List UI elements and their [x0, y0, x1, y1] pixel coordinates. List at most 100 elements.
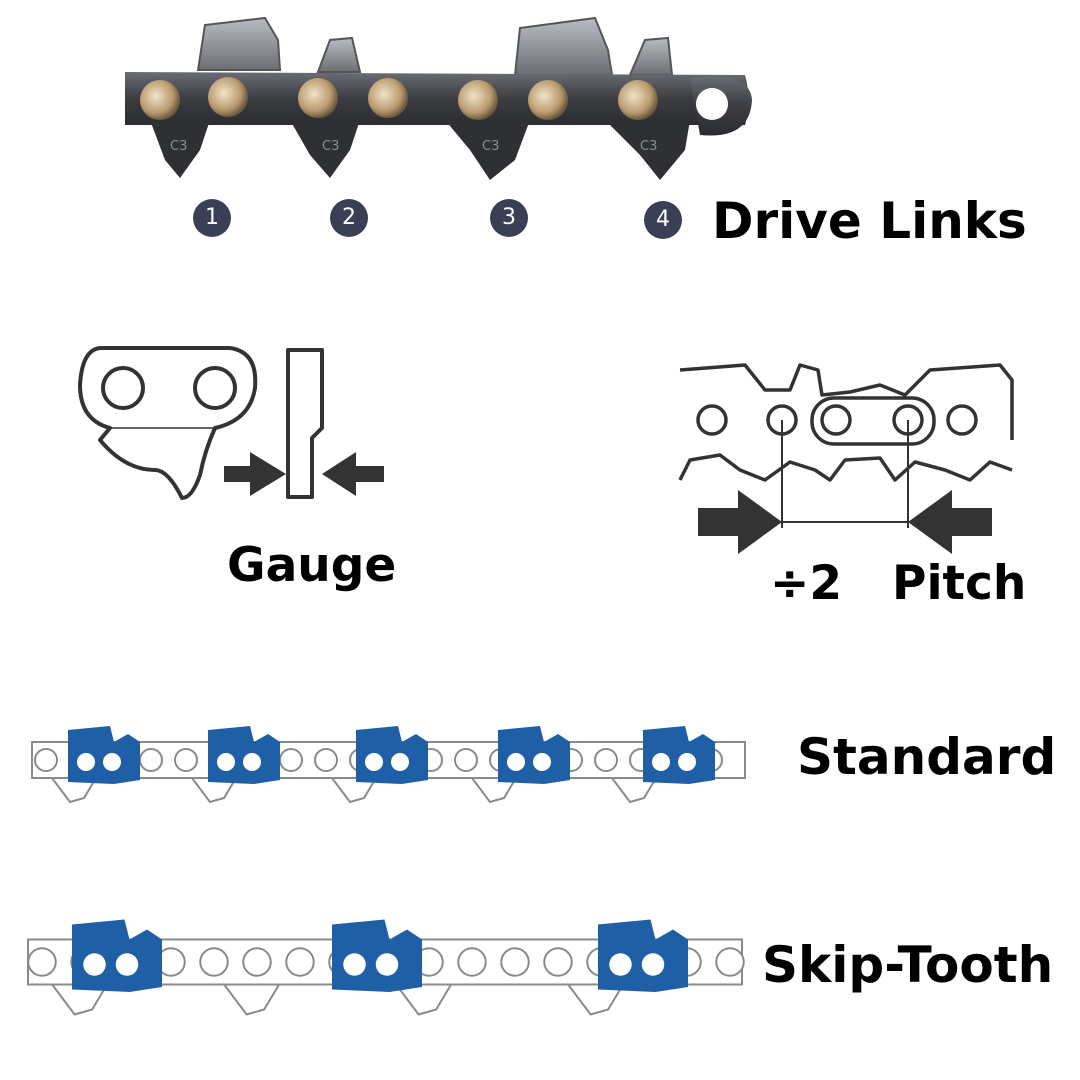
- pitch-arrow-right-shaft: [946, 508, 992, 536]
- skip-tooth-rivet: [70, 947, 100, 977]
- end-link-hole: [696, 88, 728, 120]
- cutter-3: [513, 16, 614, 76]
- pitch-label: Pitch: [892, 556, 1027, 611]
- skip-tooth-drive-tang: [222, 983, 281, 1016]
- standard-rivet: [664, 748, 688, 772]
- skip-tooth-rivet: [285, 947, 315, 977]
- standard-cutter: [498, 726, 570, 784]
- standard-rivet: [314, 748, 338, 772]
- standard-links: [31, 741, 746, 804]
- drive-link-tang-1: [150, 120, 210, 178]
- rivet: [208, 77, 248, 117]
- standard-label: Standard: [797, 728, 1057, 786]
- standard-cutter: [643, 726, 715, 784]
- rivet: [368, 78, 408, 118]
- skip-tooth-rivet: [27, 947, 57, 977]
- skip-tooth-rivet: [500, 947, 530, 977]
- standard-rivet: [594, 748, 618, 772]
- drive-links-label: Drive Links: [712, 192, 1027, 250]
- gauge-link-outline: [78, 346, 258, 500]
- standard-rivet: [489, 748, 513, 772]
- pitch-divisor: 2: [809, 556, 843, 611]
- standard-rivet: [629, 748, 653, 772]
- standard-drive-tang: [330, 777, 378, 804]
- standard-cutter: [208, 726, 280, 784]
- gauge-drive-link-profile: [286, 348, 324, 499]
- standard-rivet: [209, 748, 233, 772]
- rivet: [458, 80, 498, 120]
- pitch-rivet-hole: [820, 404, 852, 436]
- stamp-c3: C3: [482, 139, 499, 154]
- pitch-rivet-hole: [696, 404, 728, 436]
- skip-tooth-rivet: [457, 947, 487, 977]
- skip-tooth-drive-tang: [394, 983, 453, 1016]
- pitch-rivet-hole: [766, 404, 798, 436]
- skip-tooth-drive-tang: [566, 983, 625, 1016]
- skip-tooth-rivet: [199, 947, 229, 977]
- skip-tooth-label: Skip-Tooth: [762, 936, 1054, 994]
- pitch-arrow-right-head: [908, 490, 952, 554]
- standard-rivet: [699, 748, 723, 772]
- skip-tooth-links: [27, 938, 745, 1016]
- rivet: [140, 80, 180, 120]
- skip-tooth-rivet: [543, 947, 573, 977]
- pitch-arrow-left-head: [738, 490, 782, 554]
- cutter-2: [316, 36, 362, 73]
- skip-tooth-rivet: [586, 947, 616, 977]
- gauge-arrow-right-head: [322, 452, 356, 496]
- rivet: [618, 80, 658, 120]
- gauge-arrow-right-shaft: [352, 466, 384, 482]
- cutter-4: [628, 36, 674, 76]
- skip-tooth-cutter: [332, 919, 422, 992]
- standard-drive-tang: [190, 777, 238, 804]
- skip-tooth-rivet: [328, 947, 358, 977]
- drive-link-number-3: 3: [490, 199, 528, 237]
- skip-tooth-rivet: [629, 947, 659, 977]
- drive-link-number-2: 2: [330, 199, 368, 237]
- standard-rivet: [419, 748, 443, 772]
- skip-tooth-rivet: [715, 947, 745, 977]
- drive-link-tang-2: [290, 120, 360, 178]
- skip-tooth-cutter: [72, 919, 162, 992]
- standard-cutter: [356, 726, 428, 784]
- stamp-c3: C3: [640, 139, 657, 154]
- gauge-arrow-left-shaft: [224, 466, 254, 482]
- chain-photo: C3 C3 C3 C3: [125, 16, 752, 180]
- rivet: [298, 78, 338, 118]
- standard-rivet: [384, 748, 408, 772]
- standard-drive-tang: [610, 777, 658, 804]
- drive-link-tang-4: [605, 120, 690, 180]
- standard-rivet: [69, 748, 93, 772]
- skip-tooth-rivet: [113, 947, 143, 977]
- stamp-c3: C3: [170, 139, 187, 154]
- skip-tooth-rivet: [156, 947, 186, 977]
- standard-rivet: [139, 748, 163, 772]
- standard-rivet: [454, 748, 478, 772]
- drive-link-number-1: 1: [193, 199, 231, 237]
- standard-drive-tang: [50, 777, 98, 804]
- standard-rivet: [244, 748, 268, 772]
- pitch-center-link: [810, 396, 936, 446]
- gauge-rivet-hole: [101, 366, 145, 410]
- skip-tooth-rivet: [371, 947, 401, 977]
- cutter-1: [196, 16, 282, 71]
- skip-tooth-chain-outline: [27, 938, 743, 986]
- pitch-chain-bottom-outline: [678, 453, 1013, 482]
- pitch-chain-top-outline: [679, 363, 1014, 440]
- pitch-rivet-hole: [892, 404, 924, 436]
- standard-rivet: [559, 748, 583, 772]
- standard-cutter: [68, 726, 140, 784]
- standard-rivet: [104, 748, 128, 772]
- standard-rivet: [279, 748, 303, 772]
- gauge-arrow-left-head: [250, 452, 286, 496]
- pitch-divide-by-two: ÷2: [770, 556, 842, 611]
- standard-rivet: [524, 748, 548, 772]
- skip-tooth-rivet: [672, 947, 702, 977]
- standard-rivet: [34, 748, 58, 772]
- drive-link-number-4: 4: [644, 201, 682, 239]
- drive-link-tang-3: [445, 120, 530, 180]
- standard-drive-tang: [470, 777, 518, 804]
- standard-rivet: [349, 748, 373, 772]
- skip-tooth-drive-tang: [50, 983, 109, 1016]
